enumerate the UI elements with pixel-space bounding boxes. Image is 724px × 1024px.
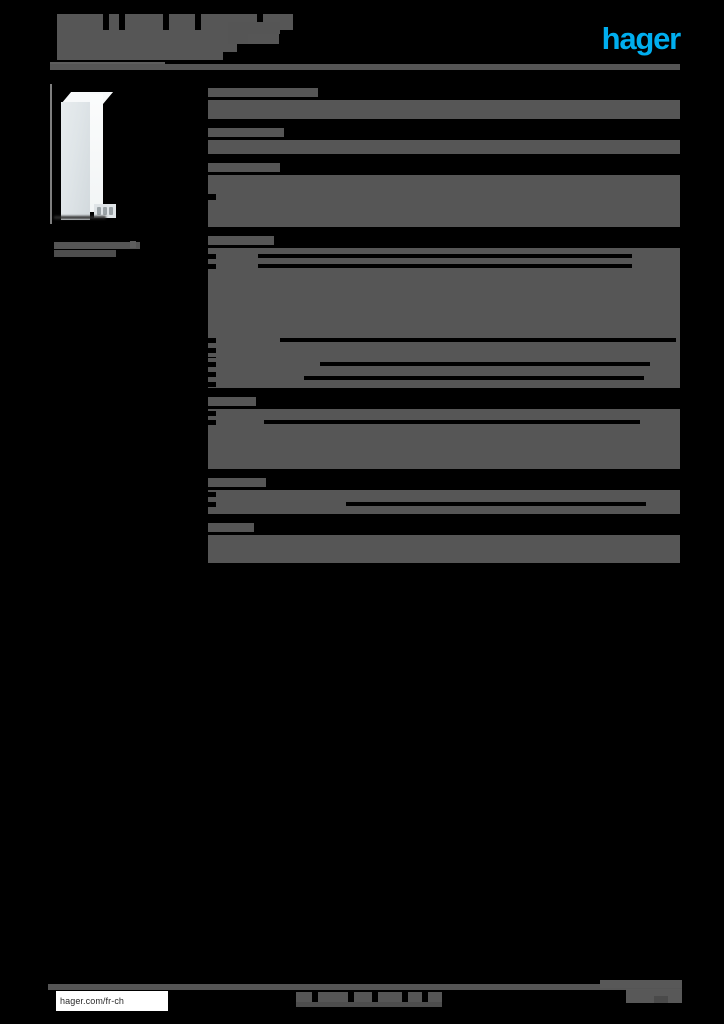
- table-row: [208, 541, 680, 563]
- row-separator: [258, 264, 632, 268]
- section-gap: [208, 388, 680, 397]
- table-row: [208, 100, 680, 115]
- footer-url-text: hager.com/fr-ch: [60, 996, 125, 1006]
- table-row: [208, 209, 680, 227]
- row-separator: [208, 502, 216, 507]
- product-shadow: [54, 216, 106, 219]
- row-separator: [208, 382, 216, 387]
- section-heading: [208, 163, 280, 172]
- section-heading: [208, 128, 284, 137]
- row-separator: [280, 338, 676, 342]
- table-row: [208, 278, 680, 336]
- product-side-face: [90, 94, 103, 212]
- section-heading: [208, 478, 266, 487]
- table-row: [208, 409, 680, 429]
- row-separator: [208, 348, 216, 353]
- row-separator: [304, 376, 644, 380]
- panel-vertical-rule: [50, 84, 52, 224]
- hager-logo: hager: [601, 21, 682, 56]
- row-separator: [208, 420, 216, 425]
- table-row: [208, 535, 680, 541]
- reference-code: [228, 22, 280, 34]
- product-front-face: [61, 102, 90, 220]
- section-heading: [208, 236, 274, 245]
- title-redaction-block: [125, 14, 163, 30]
- row-separator: [208, 264, 216, 269]
- title-redaction-block: [223, 44, 237, 52]
- row-separator: [264, 420, 640, 424]
- product-photo: [61, 92, 116, 220]
- footer-page-number: [600, 980, 682, 1004]
- table-row: [208, 490, 680, 514]
- table-row: [208, 358, 680, 388]
- product-caption-badge: [130, 241, 136, 248]
- title-redaction-block: [57, 30, 279, 44]
- table-row: [208, 115, 680, 119]
- row-separator: [320, 362, 650, 366]
- title-redaction-block: [169, 14, 195, 30]
- section-gap: [208, 119, 680, 128]
- footer-url[interactable]: hager.com/fr-ch: [56, 991, 168, 1011]
- product-image-panel: [50, 84, 190, 259]
- section-gap: [208, 154, 680, 163]
- section-gap: [208, 227, 680, 236]
- section-heading: [208, 397, 256, 406]
- row-separator: [208, 411, 216, 416]
- title-redaction-block: [57, 14, 103, 30]
- row-separator: [208, 362, 216, 367]
- table-row: [208, 140, 680, 154]
- section-heading: [208, 88, 318, 97]
- section-gap: [208, 514, 680, 523]
- row-separator: [208, 372, 216, 377]
- title-redaction-block: [109, 14, 119, 30]
- row-separator: [208, 254, 216, 259]
- section-gap: [208, 469, 680, 478]
- section-heading: [208, 523, 254, 532]
- reference-code-secondary: [228, 34, 248, 44]
- row-separator: [346, 502, 646, 506]
- product-caption: [54, 242, 140, 249]
- row-separator: [208, 338, 216, 343]
- table-row: [208, 336, 680, 362]
- header-divider: [50, 64, 680, 70]
- row-separator: [208, 492, 216, 497]
- title-redaction-block: [57, 44, 223, 60]
- table-row: [208, 429, 680, 469]
- table-row: [208, 175, 680, 209]
- footer-divider: [48, 984, 682, 990]
- table-row: [208, 248, 680, 278]
- product-caption-line2: [54, 250, 116, 257]
- row-separator: [208, 194, 216, 200]
- row-separator: [258, 254, 632, 258]
- footer-center-text: [296, 992, 446, 1007]
- specification-table: [208, 88, 680, 563]
- product-terminal-connectors: [94, 204, 116, 218]
